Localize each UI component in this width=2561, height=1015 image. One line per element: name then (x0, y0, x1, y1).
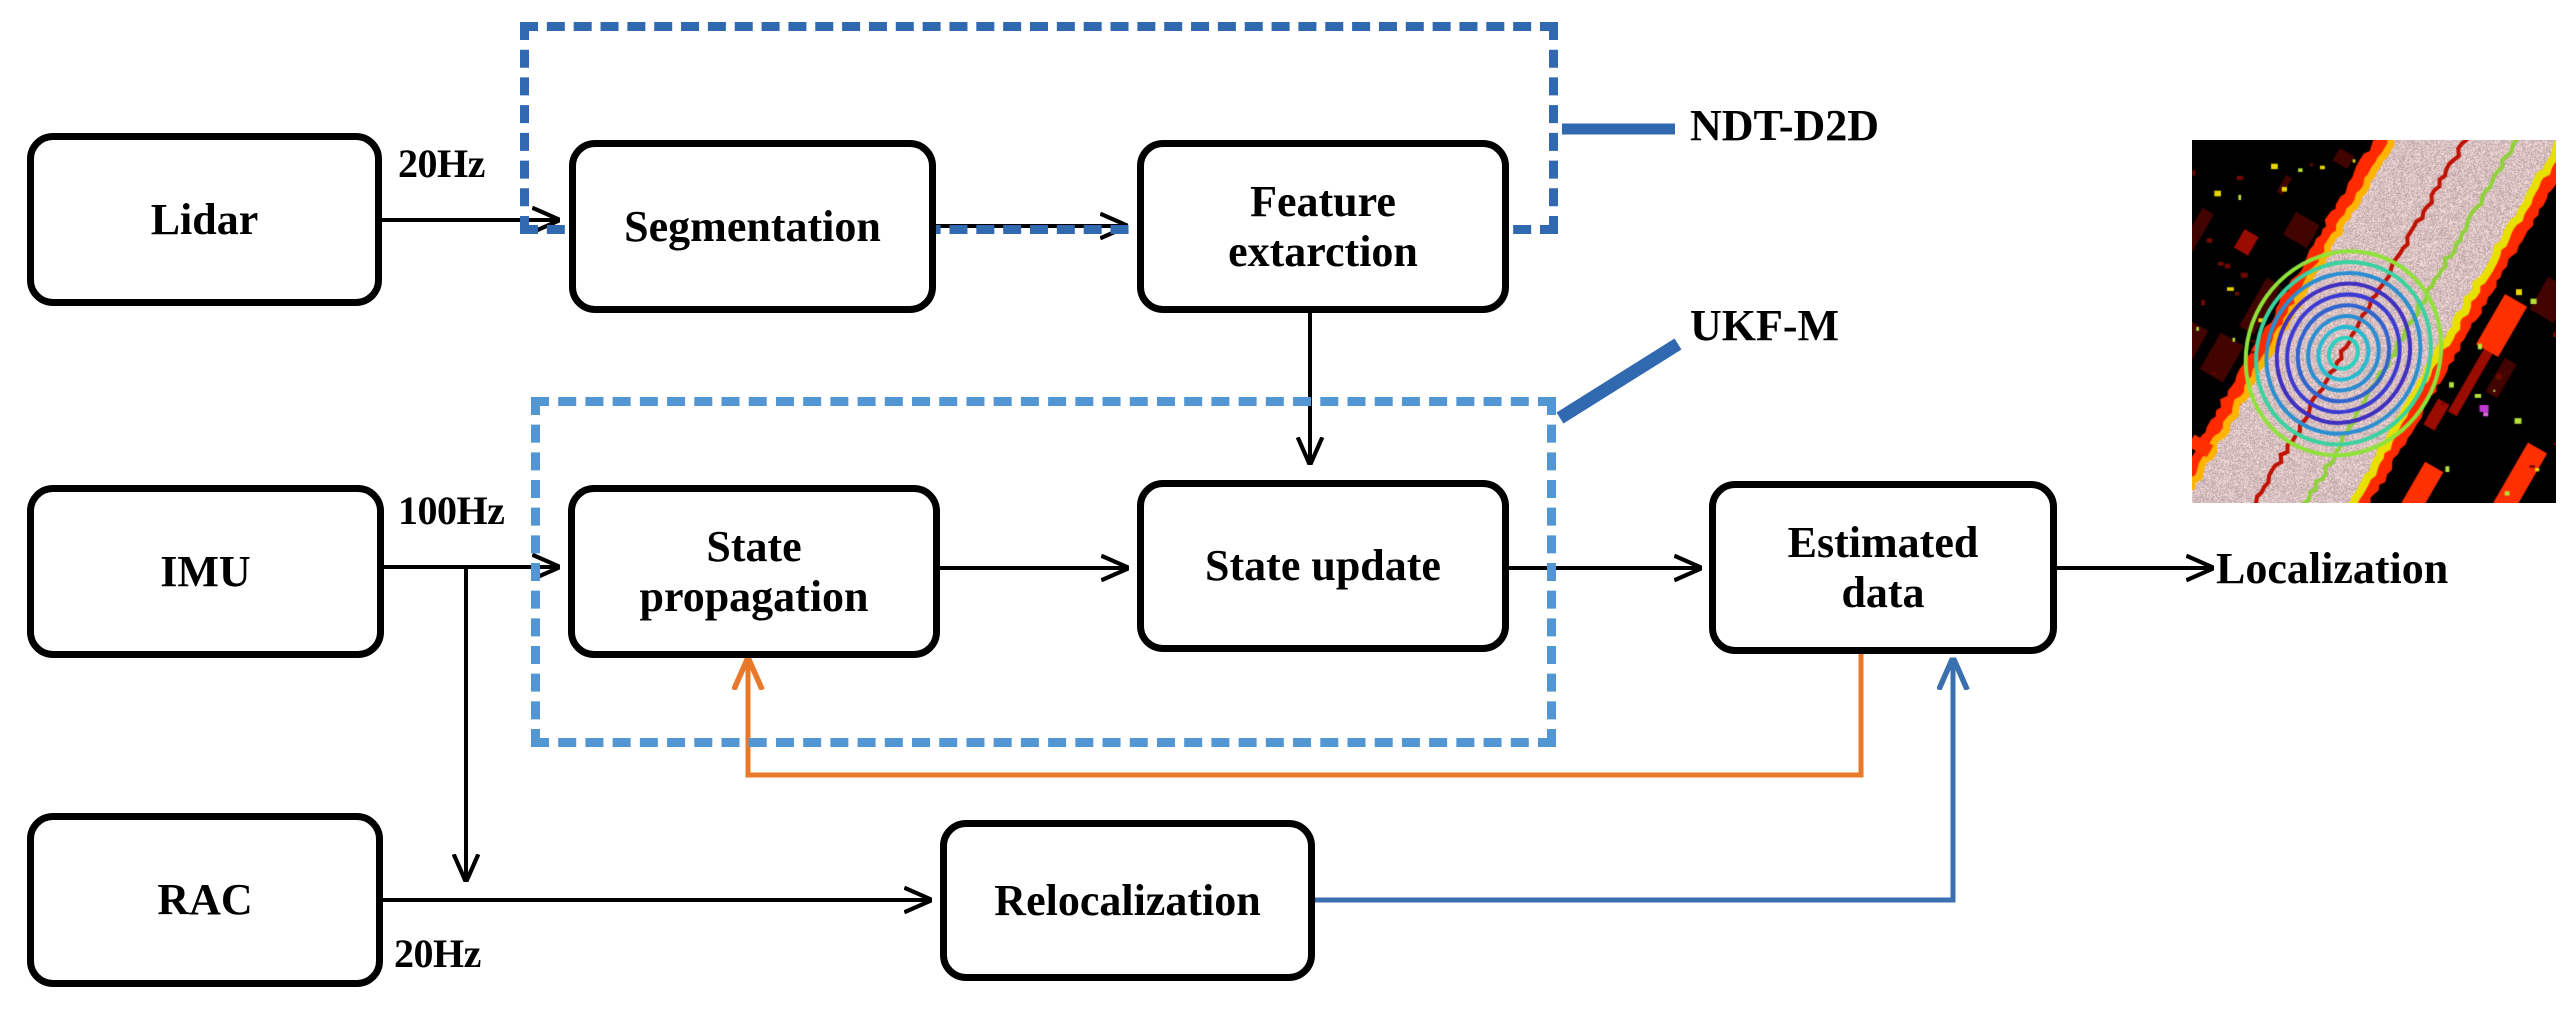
label-ukf-m: UKF-M (1690, 300, 1839, 351)
node-state-update[interactable]: State update (1137, 480, 1509, 652)
node-lidar-label: Lidar (143, 195, 267, 244)
node-relocalization-label: Relocalization (986, 876, 1268, 925)
node-state-update-label: State update (1197, 541, 1449, 590)
node-lidar[interactable]: Lidar (27, 133, 382, 306)
node-feature-extraction[interactable]: Feature extarction (1137, 140, 1509, 313)
label-rac-rate: 20Hz (394, 930, 481, 977)
node-rac-label: RAC (149, 875, 260, 924)
label-localization: Localization (2216, 543, 2448, 594)
lidar-point-cloud-map (2192, 140, 2556, 503)
node-state-propagation[interactable]: State propagation (568, 485, 940, 658)
node-imu-label: IMU (152, 547, 258, 596)
label-lidar-rate: 20Hz (398, 140, 485, 187)
node-estimated-data-label: Estimated data (1780, 518, 1987, 617)
node-estimated-data[interactable]: Estimated data (1709, 481, 2057, 654)
label-imu-rate: 100Hz (398, 487, 504, 534)
node-relocalization[interactable]: Relocalization (940, 820, 1315, 981)
node-segmentation-label: Segmentation (616, 202, 889, 251)
label-ndt-d2d: NDT-D2D (1690, 100, 1879, 151)
node-rac[interactable]: RAC (27, 813, 383, 987)
node-state-propagation-label: State propagation (631, 522, 876, 621)
node-imu[interactable]: IMU (27, 485, 384, 658)
ukf-leader-line (1560, 344, 1678, 418)
node-segmentation[interactable]: Segmentation (569, 140, 936, 313)
node-feature-extraction-label: Feature extarction (1220, 177, 1426, 276)
